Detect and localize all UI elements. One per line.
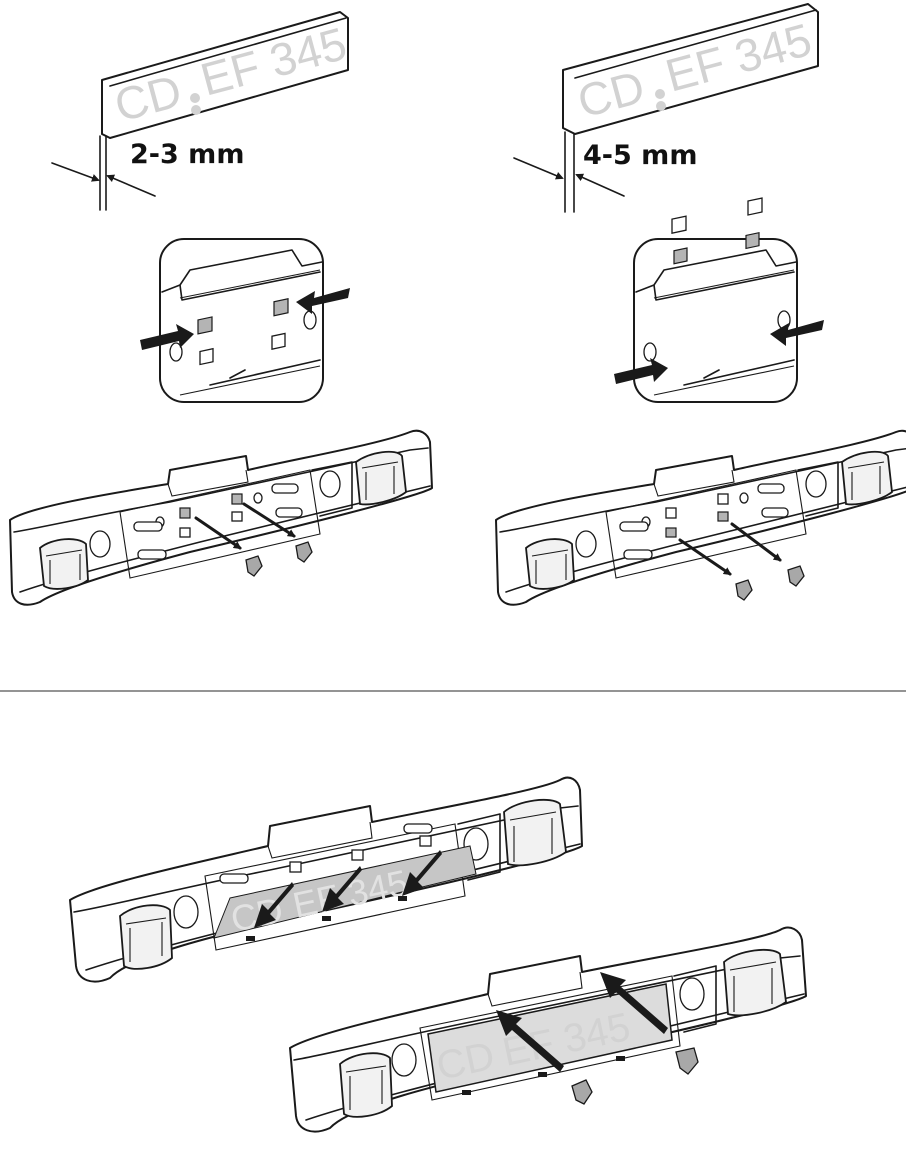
holder-mounted-plate: CD EF 345 [289,926,807,1133]
holder-thin-removal [9,429,433,606]
holder-thick-removal [495,429,906,606]
thick-plate-diagram: CD EF 345 4-5 mm [513,3,819,213]
thickness-label-thin: 2-3 mm [130,139,244,170]
thin-plate-diagram: CD EF 345 2-3 mm [51,11,352,211]
clip-detail-thin [140,238,350,403]
holder-plate-insertion: CD EF 345 [69,776,583,983]
thickness-label-thick: 4-5 mm [583,140,697,171]
clip-detail-thick [614,197,824,403]
